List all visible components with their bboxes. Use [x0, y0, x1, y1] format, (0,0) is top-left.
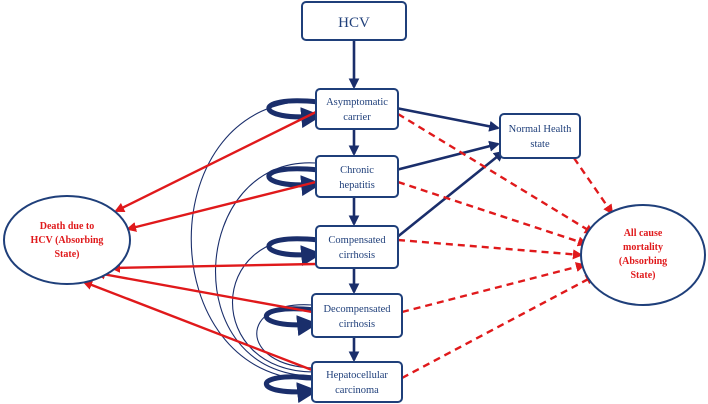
node-hcc-line-1: Hepatocellular: [326, 370, 388, 381]
arrow-compensated-to-all-cause: [397, 238, 584, 260]
node-chronic-line-2: hepatitis: [339, 180, 375, 191]
svg-text:carrier: carrier: [343, 112, 371, 123]
node-all-cause-line-1: All cause: [624, 228, 663, 239]
svg-text:Normal Health: Normal Health: [509, 124, 572, 135]
node-hcc-line-2: carcinoma: [335, 385, 379, 396]
curve-hcc-to-decompensated: [256, 304, 315, 369]
node-asymptomatic-line-2: carrier: [343, 112, 371, 123]
node-normal-line-2: state: [530, 139, 550, 150]
node-decompensated-line-1: Decompensated: [323, 304, 391, 315]
node-death-hcv-line-1: Death due to: [40, 221, 94, 232]
node-decompensated-cirrhosis: Decompensated cirrhosis: [311, 293, 403, 338]
svg-text:Death due to: Death due to: [40, 221, 94, 232]
svg-text:All cause: All cause: [624, 228, 663, 239]
node-asymptomatic-line-1: Asymptomatic: [326, 97, 388, 108]
self-loop-asymptomatic: [266, 98, 323, 129]
svg-text:Asymptomatic: Asymptomatic: [326, 97, 388, 108]
svg-text:hepatitis: hepatitis: [339, 180, 375, 191]
node-compensated-line-2: cirrhosis: [339, 250, 375, 261]
arrow-hcc-to-all-cause: [401, 274, 596, 380]
node-compensated-line-1: Compensated: [328, 235, 386, 246]
arrow-hcc-to-death-hcv: [82, 280, 313, 372]
svg-text:mortality: mortality: [623, 242, 663, 253]
node-all-cause-line-4: State): [631, 270, 656, 281]
arrow-asymptomatic-to-normal: [395, 106, 501, 132]
arrow-chronic-to-normal: [395, 140, 501, 172]
arrow-decompensated-to-all-cause: [401, 262, 586, 314]
death-hcv-arrows: [82, 110, 317, 372]
node-all-cause-mortality: All cause mortality (Absorbing State): [580, 204, 706, 306]
arrow-chronic-to-death-hcv: [126, 180, 317, 232]
node-normal-line-1: Normal Health: [509, 124, 572, 135]
self-loops: [264, 98, 323, 404]
node-death-hcv-line-3: State): [55, 249, 80, 260]
node-all-cause-line-3: (Absorbing: [619, 256, 667, 267]
arrow-decompensated-to-death-hcv: [95, 269, 313, 314]
arrow-asymptomatic-to-all-cause: [397, 112, 595, 235]
node-hcv: HCV: [301, 1, 407, 41]
node-hepatocellular-carcinoma: Hepatocellular carcinoma: [311, 361, 403, 403]
svg-text:State): State): [55, 249, 80, 260]
node-normal-health-state: Normal Health state: [499, 113, 581, 159]
node-death-hcv-line-2: HCV (Absorbing: [31, 235, 104, 246]
node-hcv-line-1: HCV: [338, 15, 370, 31]
self-loop-hcc: [264, 374, 319, 404]
svg-text:HCV (Absorbing: HCV (Absorbing: [31, 235, 104, 246]
svg-text:HCV: HCV: [338, 15, 370, 31]
curve-hcc-to-asymptomatic: [190, 100, 317, 381]
node-all-cause-line-2: mortality: [623, 242, 663, 253]
arrow-asymptomatic-to-death-hcv: [114, 110, 317, 213]
arrow-normal-to-all-cause: [573, 157, 614, 215]
node-chronic-line-1: Chronic: [340, 165, 374, 176]
svg-text:(Absorbing: (Absorbing: [619, 256, 667, 267]
svg-text:state: state: [530, 139, 550, 150]
arrow-chronic-to-all-cause: [397, 180, 588, 247]
svg-text:Decompensated: Decompensated: [323, 304, 391, 315]
all-cause-arrows: [397, 112, 614, 380]
svg-text:Hepatocellular: Hepatocellular: [326, 370, 388, 381]
svg-text:cirrhosis: cirrhosis: [339, 319, 375, 330]
arrow-compensated-to-death-hcv: [109, 262, 317, 273]
node-decompensated-line-2: cirrhosis: [339, 319, 375, 330]
node-compensated-cirrhosis: Compensated cirrhosis: [315, 225, 399, 269]
node-death-due-to-hcv: Death due to HCV (Absorbing State): [3, 195, 131, 285]
svg-text:cirrhosis: cirrhosis: [339, 250, 375, 261]
svg-text:State): State): [631, 270, 656, 281]
self-loop-compensated: [266, 236, 323, 267]
svg-text:carcinoma: carcinoma: [335, 385, 379, 396]
self-loop-chronic: [266, 166, 323, 197]
svg-text:Chronic: Chronic: [340, 165, 374, 176]
node-chronic-hepatitis: Chronic hepatitis: [315, 155, 399, 198]
node-asymptomatic-carrier: Asymptomatic carrier: [315, 88, 399, 130]
svg-text:Compensated: Compensated: [328, 235, 386, 246]
